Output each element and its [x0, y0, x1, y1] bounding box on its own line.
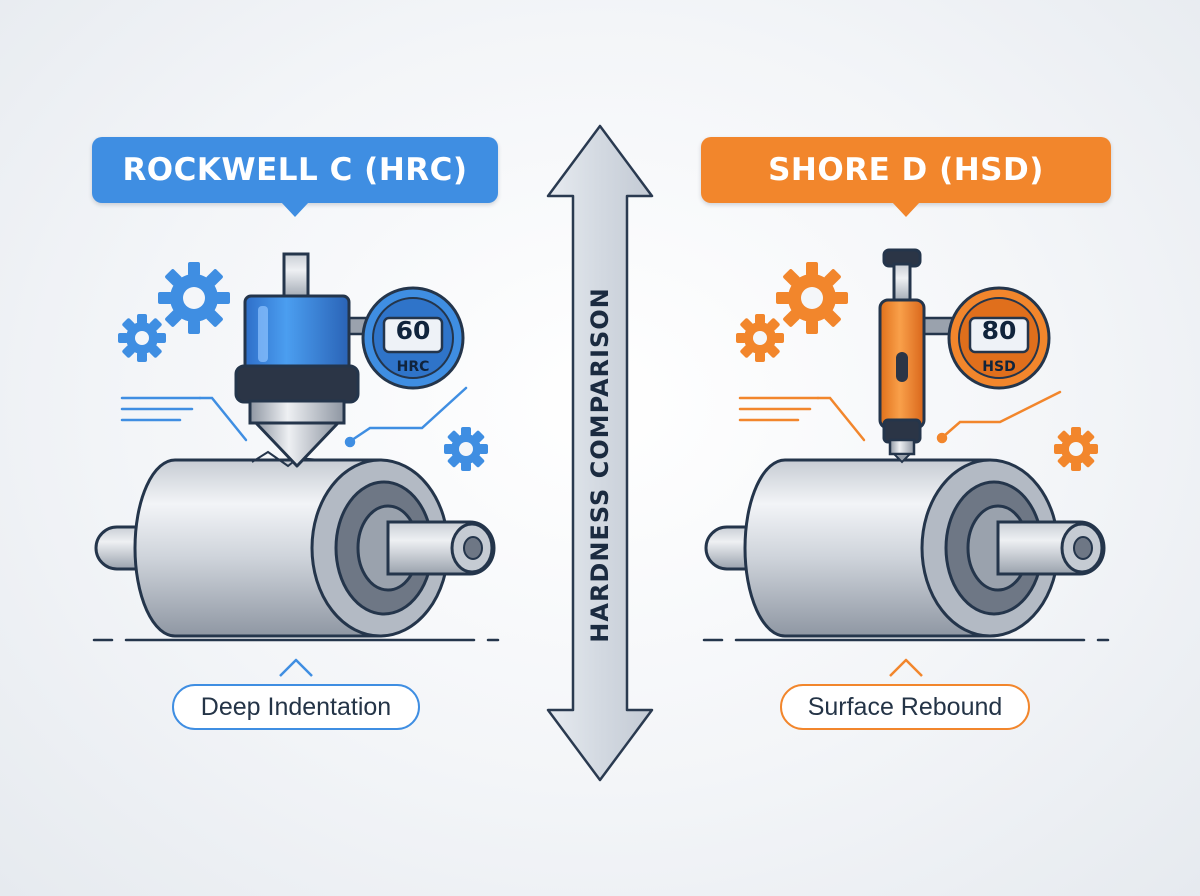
dial-gauge-icon — [361, 286, 465, 390]
hardness-comparison-label: HARDNESS COMPARISON — [586, 287, 614, 643]
shore-gauge-value: 80 — [981, 316, 1017, 345]
rockwell-gauge-unit: HRC — [396, 359, 430, 375]
gear-icon — [118, 262, 488, 471]
double-arrow-icon — [546, 124, 654, 782]
motion-lines — [120, 386, 468, 448]
gear-icon — [736, 262, 1098, 471]
durometer-icon — [878, 248, 958, 464]
motion-lines — [738, 390, 1062, 444]
dial-gauge-icon — [947, 286, 1051, 390]
indenter-icon — [234, 252, 382, 468]
deep-indentation-caption: Deep Indentation — [172, 684, 420, 730]
roller-icon — [94, 450, 496, 638]
rockwell-gauge-value: 60 — [395, 316, 431, 345]
roller-icon — [704, 458, 1106, 638]
shore-gauge-unit: HSD — [982, 359, 1016, 375]
shore-title-banner: SHORE D (HSD) — [701, 137, 1111, 217]
surface-rebound-caption: Surface Rebound — [780, 684, 1030, 730]
rockwell-title-banner: ROCKWELL C (HRC) — [92, 137, 498, 217]
caption-pointer — [889, 658, 923, 677]
caption-pointer — [279, 658, 313, 677]
